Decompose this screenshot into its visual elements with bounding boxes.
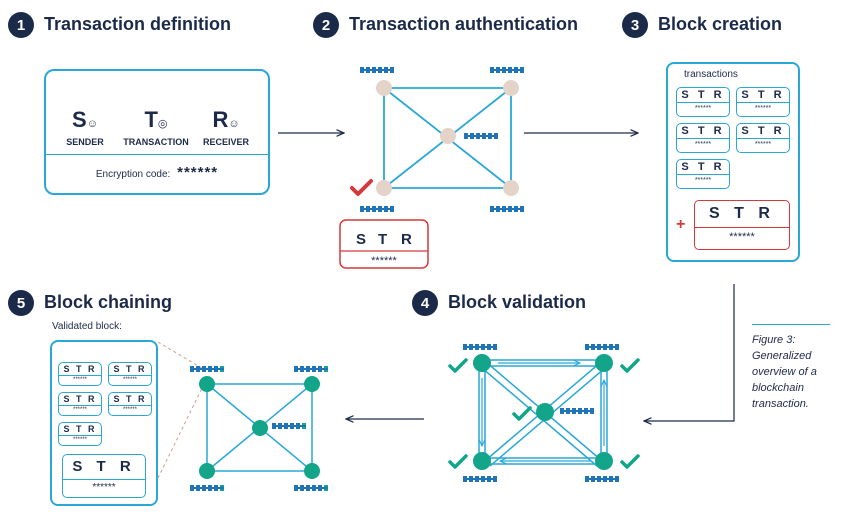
node-ledger-chain [464, 133, 498, 139]
definition-divider [46, 154, 268, 155]
network-node [376, 180, 392, 196]
receiver-label: RECEIVER [202, 137, 249, 147]
node-ledger-chain [272, 423, 306, 429]
chained-node [199, 463, 215, 479]
caption-line-3: overview of a [752, 366, 817, 378]
validated-node [595, 354, 613, 372]
node-ledger-chain [490, 206, 524, 212]
transaction-letter: T [144, 107, 158, 132]
chained-node [304, 463, 320, 479]
node-ledger-chain [190, 366, 224, 372]
validated-transaction-6: S T R****** [62, 454, 146, 498]
green-check-icon [448, 358, 468, 373]
block-creation-card: transactions SS T R****** S T R****** S … [666, 62, 800, 262]
encryption-label: Encryption code: [95, 169, 171, 180]
encryption-row: Encryption code: ****** [46, 164, 268, 181]
node-ledger-chain [360, 206, 394, 212]
arrow-3-to-4 [644, 284, 735, 421]
validated-transaction-2: S T R****** [108, 362, 152, 386]
coins-icon: ◎ [157, 118, 168, 130]
node-ledger-chain [294, 485, 328, 491]
green-check-icon [512, 406, 532, 421]
sender-label: SENDER [66, 137, 104, 147]
chained-node [252, 420, 268, 436]
receiver-group: R☺ RECEIVER [200, 107, 252, 148]
node-ledger-chain [490, 67, 524, 73]
node-ledger-chain [585, 344, 619, 350]
network-node [503, 180, 519, 196]
validated-block-label: Validated block: [52, 321, 122, 332]
transactions-label: transactions [684, 69, 738, 80]
step-4-title: Block validation [448, 292, 587, 312]
validated-node [536, 403, 554, 421]
transaction-group: T◎ TRANSACTION [116, 107, 196, 148]
receiver-person-icon: ☺ [228, 118, 240, 130]
step-2-title: Transaction authentication [349, 14, 579, 34]
step-1-title: Transaction definition [44, 14, 232, 34]
validated-node [595, 452, 613, 470]
receiver-letter: R [212, 107, 229, 132]
signed-transaction-card: S T R ****** [339, 219, 429, 269]
node-ledger-chain [585, 476, 619, 482]
step-2-number: 2 [313, 12, 339, 38]
caption-rule [752, 324, 830, 325]
caption-line-4: blockchain [752, 382, 804, 394]
green-check-icon [620, 454, 640, 469]
validated-node [473, 354, 491, 372]
pending-transaction-2: S T R****** [736, 87, 790, 117]
caption-line-1: Figure 3: [752, 334, 796, 346]
caption-line-5: transaction. [752, 398, 809, 410]
node-ledger-chain [560, 408, 594, 414]
signed-code: ****** [371, 255, 397, 267]
step-1-number: 1 [8, 12, 34, 38]
network-node [376, 80, 392, 96]
step-3-number: 3 [622, 12, 648, 38]
pending-transaction-5: S T R****** [676, 159, 730, 189]
validated-transaction-5: S T R****** [58, 422, 102, 446]
chained-node [199, 376, 215, 392]
pending-transaction-4: S T R****** [736, 123, 790, 153]
validated-transaction-4: S T R****** [108, 392, 152, 416]
signed-s: S [356, 231, 366, 248]
validated-block-card: S T R****** S T R****** S T R****** S T … [50, 340, 158, 506]
step-5-number: 5 [8, 290, 34, 316]
node-ledger-chain [294, 366, 328, 372]
network-node [503, 80, 519, 96]
sender-person-icon: ☺ [86, 118, 98, 130]
green-check-icon [620, 358, 640, 373]
transaction-label: TRANSACTION [123, 137, 189, 147]
node-ledger-chain [463, 476, 497, 482]
green-check-icon [448, 454, 468, 469]
signed-r: R [401, 231, 412, 248]
block-connector [157, 341, 206, 371]
sender-letter: S [72, 107, 87, 132]
encryption-value: ****** [177, 164, 219, 181]
figure-caption: Figure 3: Generalized overview of a bloc… [752, 332, 817, 412]
red-check-icon [350, 179, 373, 196]
node-ledger-chain [190, 485, 224, 491]
block-connector [157, 381, 206, 479]
step-3-title: Block creation [658, 14, 783, 34]
new-transaction-block: S T R****** [694, 200, 790, 250]
validated-transaction-1: S T R****** [58, 362, 102, 386]
sender-group: S☺ SENDER [64, 107, 106, 148]
pending-transaction-1: SS T R****** [676, 87, 730, 117]
signed-t: T [378, 231, 387, 248]
transaction-definition-card: S☺ SENDER T◎ TRANSACTION R☺ RECEIVER Enc… [44, 69, 270, 195]
node-ledger-chain [360, 67, 394, 73]
validated-node [473, 452, 491, 470]
plus-sign: + [676, 216, 686, 233]
caption-line-2: Generalized [752, 350, 812, 362]
step-5-title: Block chaining [44, 292, 173, 312]
pending-transaction-3: S T R****** [676, 123, 730, 153]
chained-node [304, 376, 320, 392]
validated-transaction-3: S T R****** [58, 392, 102, 416]
network-node [440, 128, 456, 144]
node-ledger-chain [463, 344, 497, 350]
step-4-number: 4 [412, 290, 438, 316]
